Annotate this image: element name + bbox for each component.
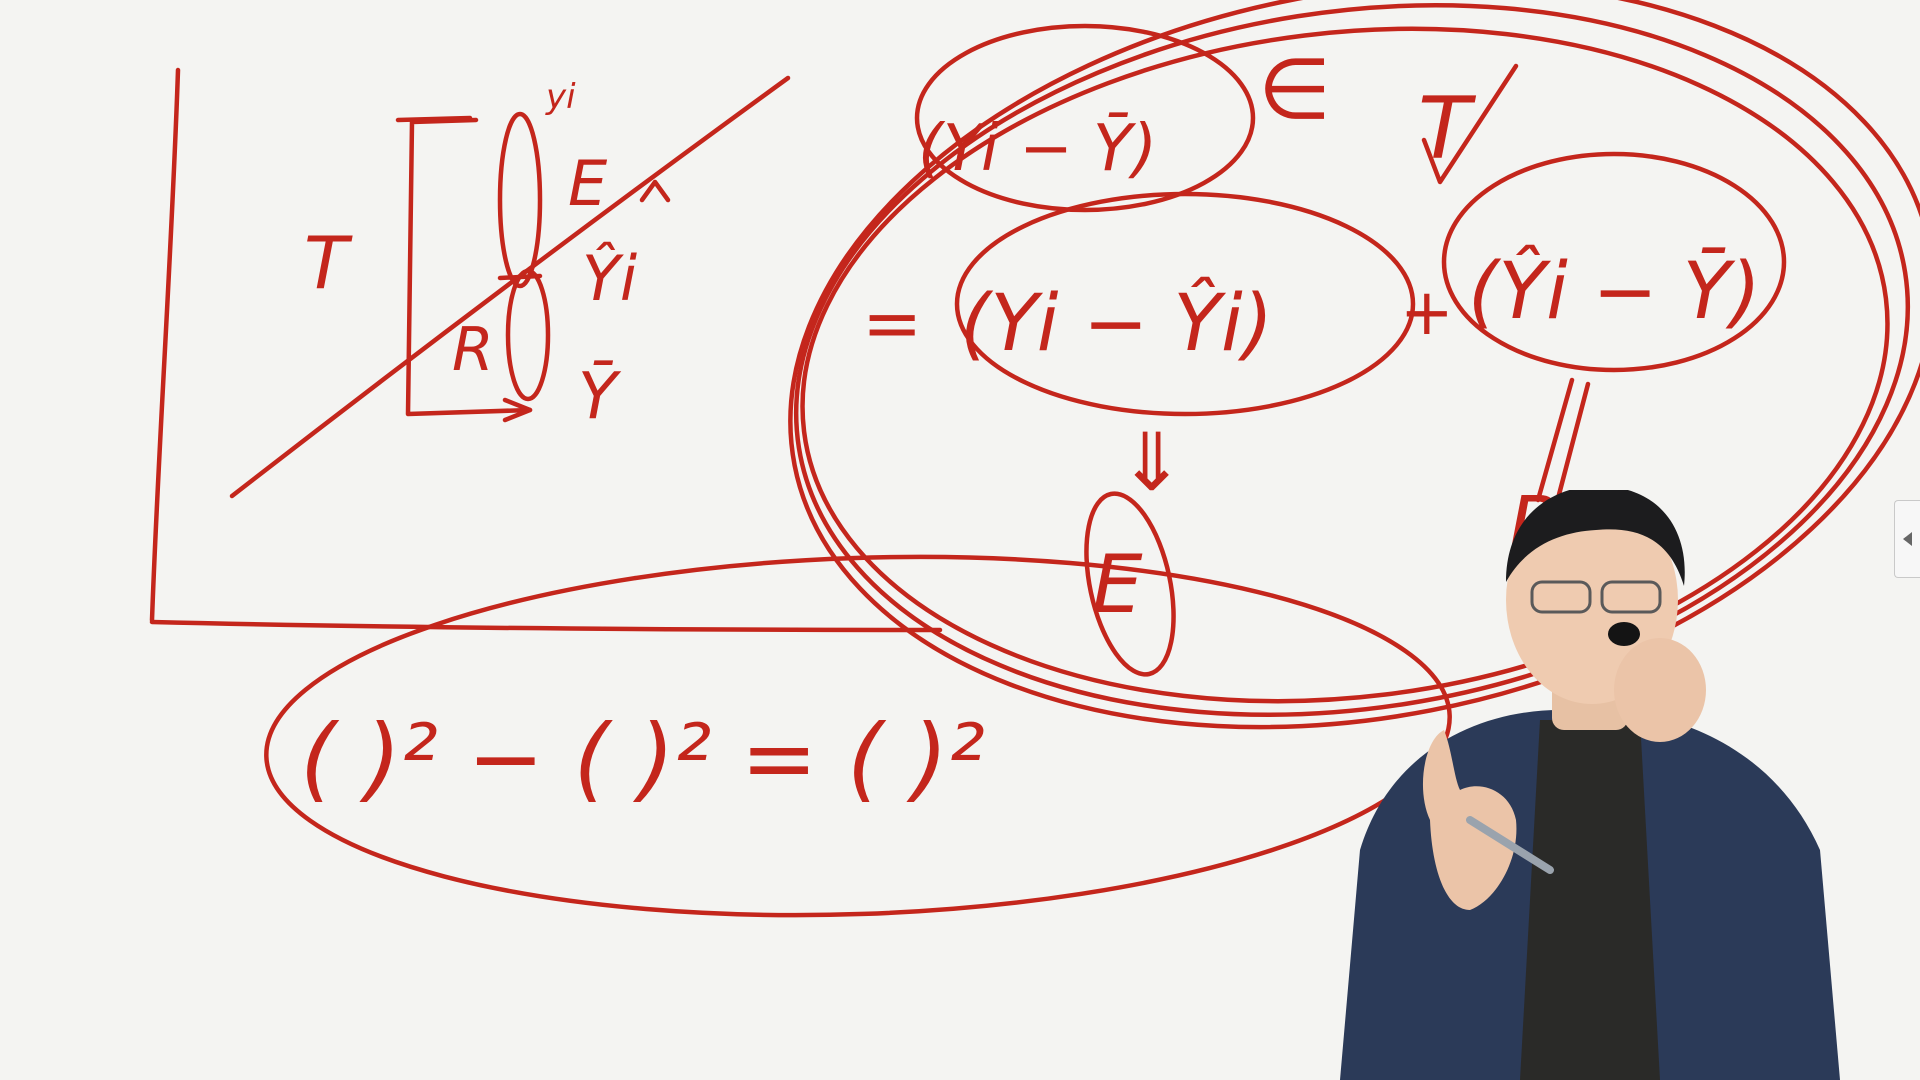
y-axis	[149, 67, 181, 623]
residual-term: (Yi − Ŷi)	[960, 277, 1273, 369]
left-diagram: T R E yi Ŷi Ȳ	[149, 67, 943, 633]
down-arrow-e: ⇓	[1118, 416, 1185, 509]
yhat-arrow	[639, 179, 671, 203]
label-yhat-i: Ŷi	[582, 242, 637, 315]
equals-sign: =	[862, 281, 922, 365]
residual-segment-loop	[505, 268, 551, 402]
outer-loop-2	[800, 26, 1890, 704]
mid-tick	[497, 273, 543, 281]
explained-segment-loop	[497, 111, 543, 289]
t-check-mark	[1421, 63, 1519, 185]
bottom-equation-loop	[264, 554, 1452, 918]
presenter-shirt	[1520, 720, 1660, 1080]
presenter-glasses-right	[1600, 580, 1662, 614]
bottom-equation-text: ( )² − ( )² = ( )²	[300, 705, 985, 812]
bracket-arrow	[502, 397, 533, 423]
arrow-to-r	[1535, 377, 1591, 509]
regression-term: (Ŷi − Ȳ)	[1468, 245, 1761, 337]
plus-sign: +	[1400, 276, 1454, 350]
label-ybar: Ȳ	[578, 360, 622, 434]
presenter-microphone	[1608, 622, 1640, 646]
regression-term-loop	[1441, 151, 1787, 373]
collapse-left-arrow-icon	[1903, 532, 1912, 546]
presenter-hair	[1506, 490, 1685, 586]
total-term-loop	[914, 23, 1256, 213]
residual-term-loop	[954, 191, 1416, 417]
presenter-hand	[1614, 638, 1706, 742]
x-axis	[149, 619, 943, 633]
total-bracket	[405, 117, 533, 417]
bottom-equation: ( )² − ( )² = ( )²	[264, 554, 1452, 918]
label-r: R	[452, 315, 494, 385]
presenter-glasses-left	[1530, 580, 1592, 614]
right-diagram: (Yi − Ȳ) ∈ T = (Yi − Ŷi) + (Ŷi − Ȳ) ⇓ E …	[788, 0, 1920, 730]
presenter-pen	[1466, 816, 1554, 874]
label-e-error: E	[1092, 538, 1143, 631]
side-panel-toggle-button[interactable]	[1894, 500, 1920, 578]
outer-loop-1	[793, 3, 1911, 717]
label-t: T	[304, 221, 353, 305]
top-tick	[395, 115, 473, 123]
label-t-total: T	[1418, 79, 1477, 179]
outer-loop-3	[788, 0, 1920, 730]
label-e: E	[568, 147, 608, 220]
element-of-sign: ∈	[1258, 40, 1331, 138]
label-yi: yi	[545, 77, 576, 117]
total-term: (Yi − Ȳ)	[918, 112, 1157, 186]
presenter	[1340, 490, 1840, 1080]
